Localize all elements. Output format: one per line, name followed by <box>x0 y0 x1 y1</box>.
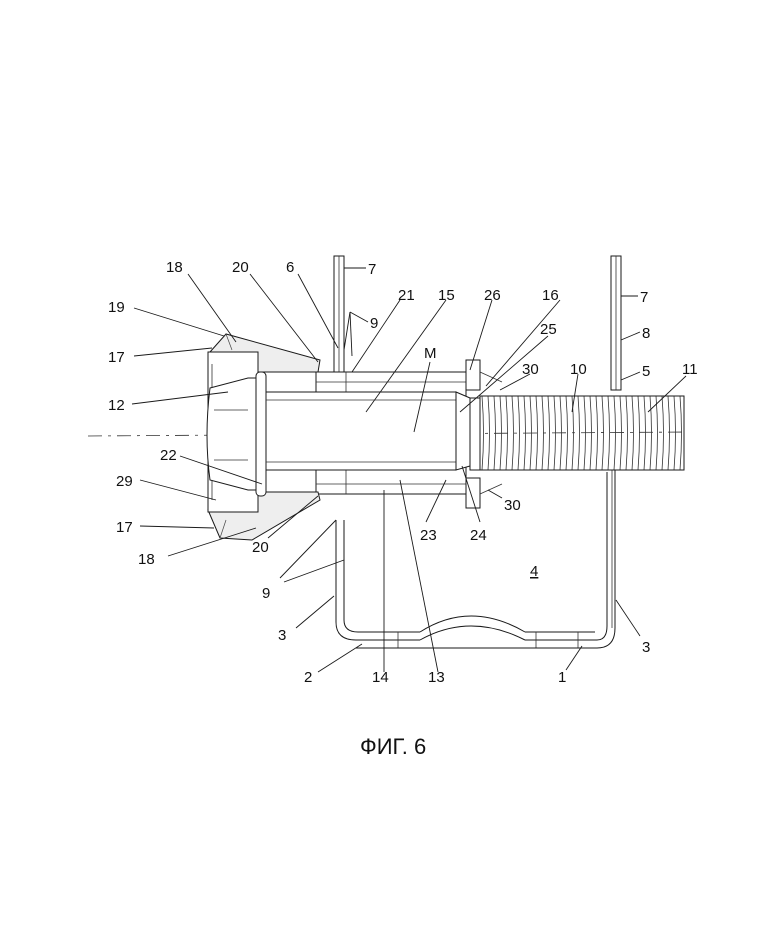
thread-ridge <box>674 396 676 470</box>
thread-ridge <box>656 396 658 470</box>
thread-ridge <box>566 396 568 470</box>
label-29: 29 <box>116 473 133 490</box>
label-7-left: 7 <box>368 261 376 278</box>
right-plate <box>611 256 621 628</box>
label-7-right: 7 <box>640 289 648 306</box>
thread-ridge <box>650 396 652 470</box>
label-15: 15 <box>438 287 455 304</box>
label-24: 24 <box>470 527 487 544</box>
thread-ridge <box>482 396 484 470</box>
label-12: 12 <box>108 397 125 414</box>
label-9-bottom: 9 <box>262 585 270 602</box>
label-17-bottom: 17 <box>116 519 133 536</box>
label-21: 21 <box>398 287 415 304</box>
label-25: 25 <box>540 321 557 338</box>
thread-ridge <box>668 396 670 470</box>
label-30-top: 30 <box>522 361 539 378</box>
label-2: 2 <box>304 669 312 686</box>
thread-ridge <box>542 396 544 470</box>
thread-ridge <box>548 396 550 470</box>
thread-ridge <box>614 396 616 470</box>
label-19: 19 <box>108 299 125 316</box>
label-30-bottom: 30 <box>504 497 521 514</box>
thread-ridge <box>608 396 610 470</box>
label-4: 4 <box>530 563 538 580</box>
label-9-top: 9 <box>370 315 378 332</box>
thread-ridge <box>626 396 628 470</box>
label-5: 5 <box>642 363 650 380</box>
label-11: 11 <box>682 361 698 378</box>
thread-ridge <box>680 396 682 470</box>
label-6: 6 <box>286 259 294 276</box>
thread-ridge <box>596 396 598 470</box>
bolt-shank <box>266 392 470 470</box>
label-M: M <box>424 345 437 362</box>
bolt-head <box>207 372 266 496</box>
label-1: 1 <box>558 669 566 686</box>
threaded-section <box>470 396 682 470</box>
label-26: 26 <box>484 287 501 304</box>
label-14: 14 <box>372 669 389 686</box>
thread-ridge <box>620 396 622 470</box>
label-23: 23 <box>420 527 437 544</box>
thread-ridge <box>644 396 646 470</box>
label-18-bottom: 18 <box>138 551 155 568</box>
left-plate <box>334 256 344 376</box>
label-8: 8 <box>642 325 650 342</box>
label-3-left: 3 <box>278 627 286 644</box>
thread-ridge <box>632 396 634 470</box>
thread-ridge <box>638 396 640 470</box>
label-16: 16 <box>542 287 559 304</box>
thread-ridge <box>488 396 490 470</box>
label-10: 10 <box>570 361 587 378</box>
thread-ridge <box>662 396 664 470</box>
figure-caption: ФИГ. 6 <box>360 734 426 759</box>
label-17-top: 17 <box>108 349 125 366</box>
thread-ridge <box>578 396 580 470</box>
label-13: 13 <box>428 669 445 686</box>
label-20-top: 20 <box>232 259 249 276</box>
thread-ridge <box>512 396 514 470</box>
label-18-top: 18 <box>166 259 183 276</box>
thread-ridge <box>602 396 604 470</box>
label-22: 22 <box>160 447 177 464</box>
thread-ridge <box>518 396 520 470</box>
label-20-bottom: 20 <box>252 539 269 556</box>
label-3-right: 3 <box>642 639 650 656</box>
